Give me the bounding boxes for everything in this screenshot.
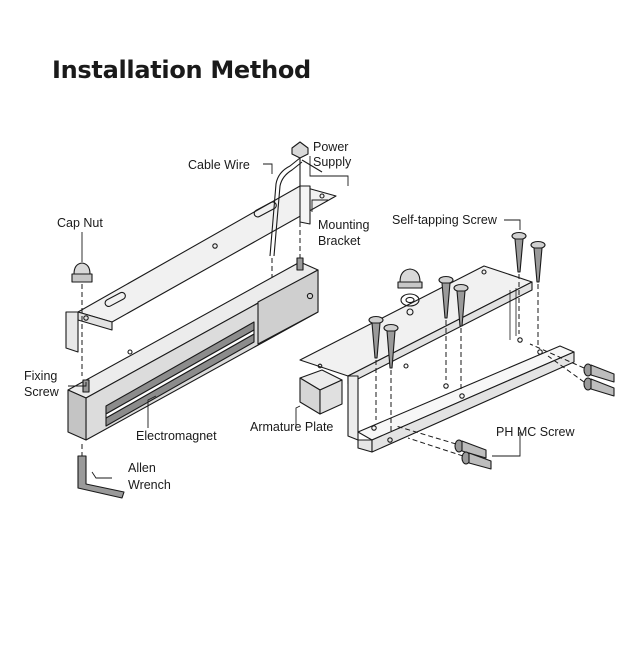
mounting-bracket-right <box>299 265 575 453</box>
label-power-supply-line2: Supply <box>313 155 352 169</box>
diagram-labels: Power Supply Cable Wire Mounting Bracket… <box>24 140 575 492</box>
label-electromagnet: Electromagnet <box>136 429 217 443</box>
label-ph-mc-screw: PH MC Screw <box>496 425 575 439</box>
label-mounting-bracket-line2: Bracket <box>318 234 361 248</box>
label-cable-wire: Cable Wire <box>188 158 250 172</box>
power-supply-screw <box>291 141 309 258</box>
label-fixing-screw-line2: Screw <box>24 385 60 399</box>
label-fixing-screw-line1: Fixing <box>24 369 57 383</box>
label-self-tapping-screw: Self-tapping Screw <box>392 213 498 227</box>
leader-lines <box>68 156 521 479</box>
allen-wrench-icon <box>77 444 125 499</box>
self-tapping-screw-icon <box>368 231 546 432</box>
page-title: Installation Method <box>52 56 311 84</box>
label-cap-nut: Cap Nut <box>57 216 103 230</box>
label-allen-wrench-line1: Allen <box>128 461 156 475</box>
label-armature-plate: Armature Plate <box>250 420 333 434</box>
armature-plate <box>299 369 343 415</box>
electromagnet <box>67 261 319 441</box>
label-mounting-bracket-line1: Mounting <box>318 218 369 232</box>
machine-screw-icon <box>395 343 615 470</box>
mounting-bracket-left <box>65 185 337 353</box>
cap-nut-icon <box>71 262 93 376</box>
label-power-supply-line1: Power <box>313 140 348 154</box>
label-allen-wrench-line2: Wrench <box>128 478 171 492</box>
armature-bolt <box>397 268 423 316</box>
